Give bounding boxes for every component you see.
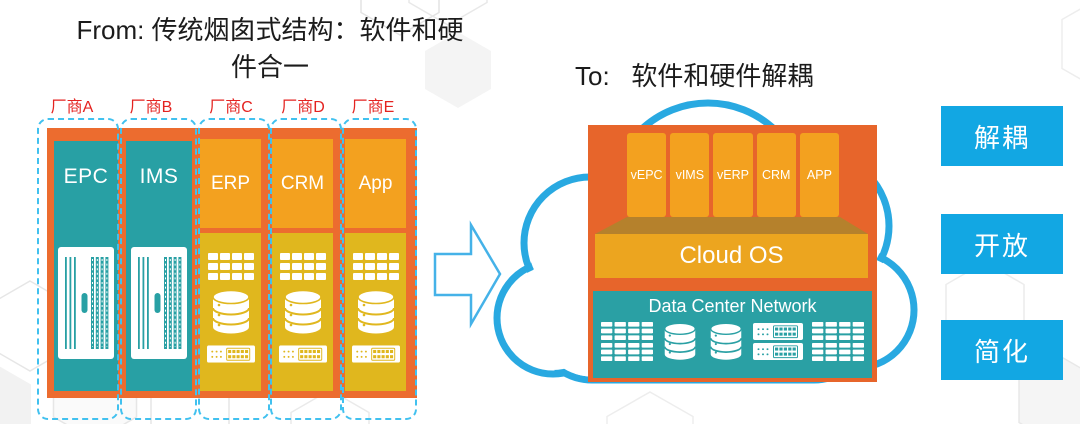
from-title: From: 传统烟囱式结构：软件和硬 件合一 <box>40 12 500 86</box>
silo-erp-hardware <box>200 233 261 391</box>
arrow-right-icon <box>433 220 502 329</box>
silo-erp-header: ERP <box>200 139 261 228</box>
silo-crm-header: CRM <box>272 139 333 228</box>
switch-icon <box>753 343 803 360</box>
silo-ims: IMS <box>126 141 192 391</box>
data-center-network-icons <box>593 317 872 361</box>
vendor-boundary-e <box>342 118 417 420</box>
switch-icon <box>753 323 803 340</box>
vendor-label-c: 厂商C <box>209 99 253 116</box>
server-grid-icon <box>812 322 864 340</box>
from-title-line2: 件合一 <box>230 52 309 82</box>
app-tile-vims: vIMS <box>670 133 710 217</box>
server-grid-icon <box>601 343 653 361</box>
cloud-os-bar: Cloud OS <box>595 234 868 278</box>
server-grid-icon <box>812 343 864 361</box>
database-icon <box>708 322 744 361</box>
database-icon <box>662 322 698 361</box>
silo-app-header: App <box>345 139 406 228</box>
benefit-badge-open: 开放 <box>941 214 1063 274</box>
silo-crm-label: CRM <box>280 172 325 194</box>
virtual-apps-row: vEPC vIMS vERP CRM APP <box>627 133 840 217</box>
app-tile-crm: CRM <box>756 133 796 217</box>
cloud-stack: vEPC vIMS vERP CRM APP Cloud OS Data Cen… <box>588 125 877 382</box>
vendor-boundary-c <box>198 118 270 420</box>
vendor-boundary-a <box>37 118 119 420</box>
data-center-network-box: Data Center Network <box>593 291 872 378</box>
from-title-line1: From: 传统烟囱式结构：软件和硬 <box>76 15 464 45</box>
silo-app-label: App <box>358 172 393 194</box>
vendor-label-d: 厂商D <box>281 99 325 116</box>
silo-ims-label: IMS <box>139 165 179 188</box>
app-tile-vepc: vEPC <box>627 133 667 217</box>
vendor-boundary-d <box>270 118 342 420</box>
vendor-label-e: 厂商E <box>351 99 395 116</box>
server-grid-stack <box>812 322 864 361</box>
vendor-boundary-b <box>120 118 197 420</box>
switch-stack <box>753 323 803 360</box>
benefit-badge-decouple: 解耦 <box>941 106 1063 166</box>
silo-epc-label: EPC <box>63 165 109 188</box>
vendor-label-b: 厂商B <box>129 99 173 116</box>
data-center-network-label: Data Center Network <box>648 296 817 316</box>
silo-crm-hardware <box>272 233 333 391</box>
app-tile-app: APP <box>799 133 840 217</box>
silo-erp-label: ERP <box>210 172 251 194</box>
platform-perspective-shape <box>595 217 868 234</box>
silo-app-hardware <box>345 233 406 391</box>
to-title: To: 软件和硬件解耦 <box>575 61 814 91</box>
silo-epc: EPC <box>54 141 118 391</box>
server-grid-stack <box>601 322 653 361</box>
vendor-label-a: 厂商A <box>50 99 94 116</box>
app-tile-verp: vERP <box>713 133 753 217</box>
server-grid-icon <box>601 322 653 340</box>
benefit-badge-simplify: 简化 <box>941 320 1063 380</box>
